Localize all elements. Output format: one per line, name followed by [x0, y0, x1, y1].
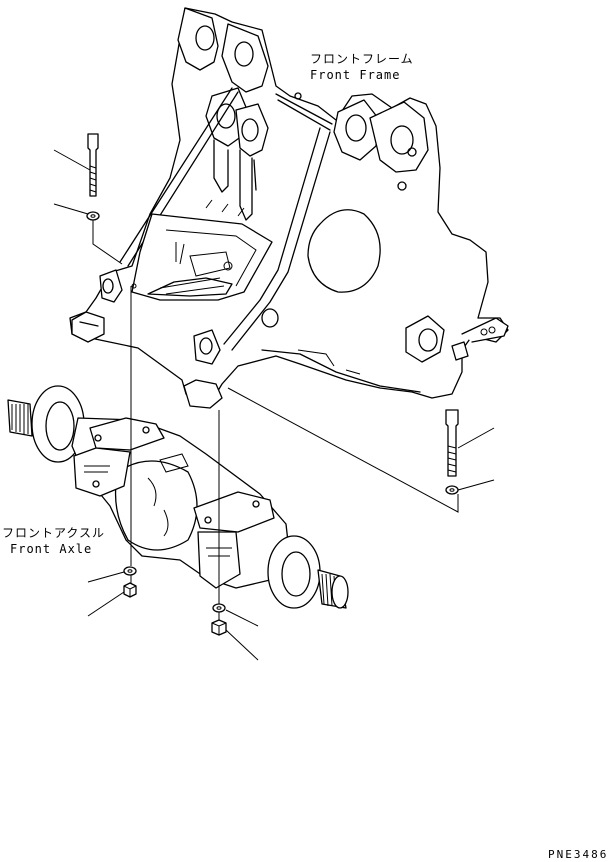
- front-axle: [7, 385, 349, 609]
- washer-lower-centre: [212, 603, 226, 613]
- front-frame-outline: [69, 7, 509, 405]
- hardware: [86, 133, 459, 636]
- washer-right: [445, 485, 459, 495]
- leader-nut-lower-centre: [225, 629, 259, 661]
- front-frame: [69, 7, 509, 409]
- leader-lines: [53, 149, 495, 661]
- leader-washer-left: [53, 203, 89, 215]
- drawing-code: PNE3486: [548, 848, 609, 861]
- front-axle-label-jp: フロントアクスル: [2, 526, 106, 540]
- leader-nut-lower-left: [87, 591, 125, 617]
- bolt-left: [87, 133, 99, 197]
- leader-washer-lower-left: [87, 571, 125, 583]
- leader-bolt-right: [457, 427, 495, 449]
- front-frame-label-jp: フロントフレーム: [310, 52, 414, 66]
- leader-washer-lower-centre: [225, 609, 259, 627]
- front-axle-label-en: Front Axle: [10, 542, 93, 556]
- washer-left: [86, 211, 100, 221]
- leader-washer-right: [457, 479, 495, 491]
- washer-lower-left: [123, 566, 137, 576]
- bolt-right: [445, 409, 459, 477]
- assembly-lines: [92, 220, 459, 620]
- front-frame-label-en: Front Frame: [310, 68, 401, 82]
- leader-bolt-left: [53, 149, 91, 171]
